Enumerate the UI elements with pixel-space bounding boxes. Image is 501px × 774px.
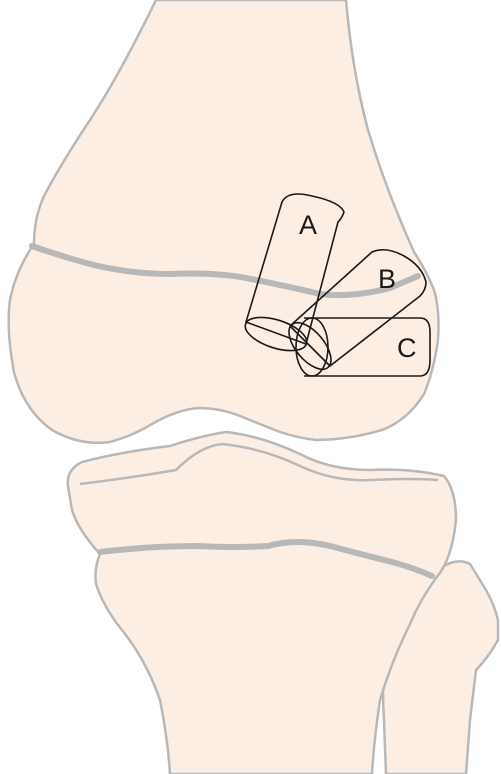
label-b: B	[378, 264, 396, 294]
label-a: A	[299, 210, 317, 240]
label-c: C	[397, 333, 417, 363]
